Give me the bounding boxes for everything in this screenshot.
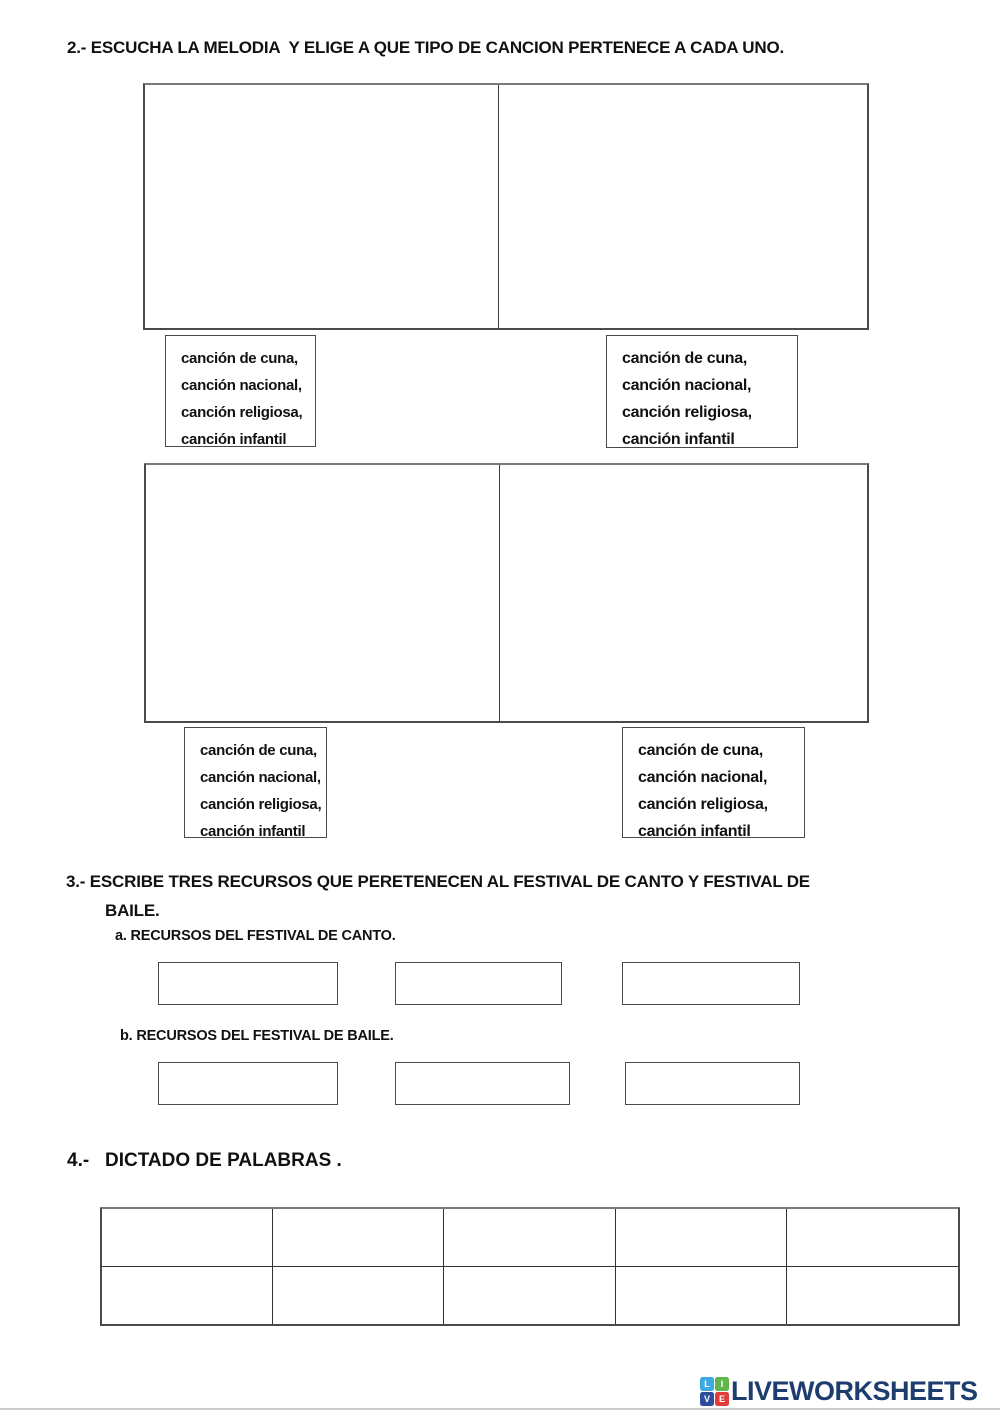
song-type-options-box-2: canción de cuna, canción nacional, canci… — [606, 335, 798, 448]
liveworksheets-grid-icon: L I V E — [700, 1377, 729, 1406]
dictation-cell-r2c4[interactable] — [616, 1266, 787, 1324]
dictation-cell-r2c1[interactable] — [102, 1266, 274, 1324]
song-type-options-box-1: canción de cuna, canción nacional, canci… — [165, 335, 316, 447]
dictation-cell-r1c1[interactable] — [102, 1209, 274, 1267]
option-line: canción infantil — [181, 431, 287, 447]
option-line: canción nacional, — [638, 769, 768, 786]
option-line: canción nacional, — [200, 769, 321, 786]
melody-drop-zone-4[interactable] — [500, 465, 867, 721]
dictation-cell-r1c3[interactable] — [444, 1209, 616, 1267]
option-line: canción de cuna, — [181, 350, 298, 367]
option-line: canción de cuna, — [638, 742, 764, 759]
melody-drop-zone-2[interactable] — [499, 85, 867, 328]
baile-answer-box-1[interactable] — [158, 1062, 338, 1105]
option-line: canción religiosa, — [638, 796, 768, 813]
baile-answer-box-3[interactable] — [625, 1062, 800, 1105]
melody-drop-zone-3[interactable] — [146, 465, 500, 721]
festival-canto-label: a. RECURSOS DEL FESTIVAL DE CANTO. — [115, 928, 396, 944]
option-line: canción infantil — [200, 823, 306, 838]
logo-square-i: I — [715, 1377, 729, 1391]
logo-square-v: V — [700, 1392, 714, 1406]
dictation-table — [100, 1207, 960, 1326]
song-type-options-box-4: canción de cuna, canción nacional, canci… — [622, 727, 805, 838]
canto-answer-box-2[interactable] — [395, 962, 562, 1005]
section3-title-line1: 3.- ESCRIBE TRES RECURSOS QUE PERETENECE… — [66, 872, 810, 891]
option-line: canción de cuna, — [622, 350, 748, 367]
festival-baile-label: b. RECURSOS DEL FESTIVAL DE BAILE. — [120, 1028, 394, 1044]
song-type-options-box-3: canción de cuna, canción nacional, canci… — [184, 727, 327, 838]
option-line: canción infantil — [622, 431, 735, 448]
option-line: canción de cuna, — [200, 742, 317, 759]
option-line: canción religiosa, — [200, 796, 322, 813]
liveworksheets-wordmark: LIVEWORKSHEETS — [731, 1376, 978, 1406]
option-line: canción nacional, — [622, 377, 752, 394]
dictation-cell-r1c4[interactable] — [615, 1209, 787, 1267]
dictation-cell-r2c5[interactable] — [787, 1267, 958, 1325]
dictation-cell-r2c2[interactable] — [273, 1266, 445, 1324]
canto-answer-box-1[interactable] — [158, 962, 338, 1005]
logo-square-l: L — [700, 1377, 714, 1391]
section2-title: 2.- ESCUCHA LA MELODIA Y ELIGE A QUE TIP… — [67, 38, 785, 57]
melody-audio-area-top — [143, 83, 869, 330]
option-line: canción religiosa, — [622, 404, 752, 421]
section4-title: 4.- DICTADO DE PALABRAS . — [67, 1150, 342, 1171]
melody-audio-area-bottom — [144, 463, 869, 723]
option-line: canción nacional, — [181, 377, 302, 394]
option-line: canción infantil — [638, 823, 751, 838]
liveworksheets-logo: L I V E LIVEWORKSHEETS — [700, 1376, 978, 1407]
baile-answer-box-2[interactable] — [395, 1062, 570, 1105]
canto-answer-box-3[interactable] — [622, 962, 800, 1005]
option-line: canción religiosa, — [181, 404, 303, 421]
logo-square-e: E — [715, 1392, 729, 1406]
dictation-cell-r1c2[interactable] — [273, 1209, 445, 1267]
dictation-cell-r2c3[interactable] — [444, 1266, 616, 1324]
page-bottom-divider — [0, 1408, 1000, 1410]
dictation-cell-r1c5[interactable] — [786, 1209, 958, 1267]
melody-drop-zone-1[interactable] — [145, 85, 499, 328]
section3-title-line2: BAILE. — [105, 901, 160, 920]
